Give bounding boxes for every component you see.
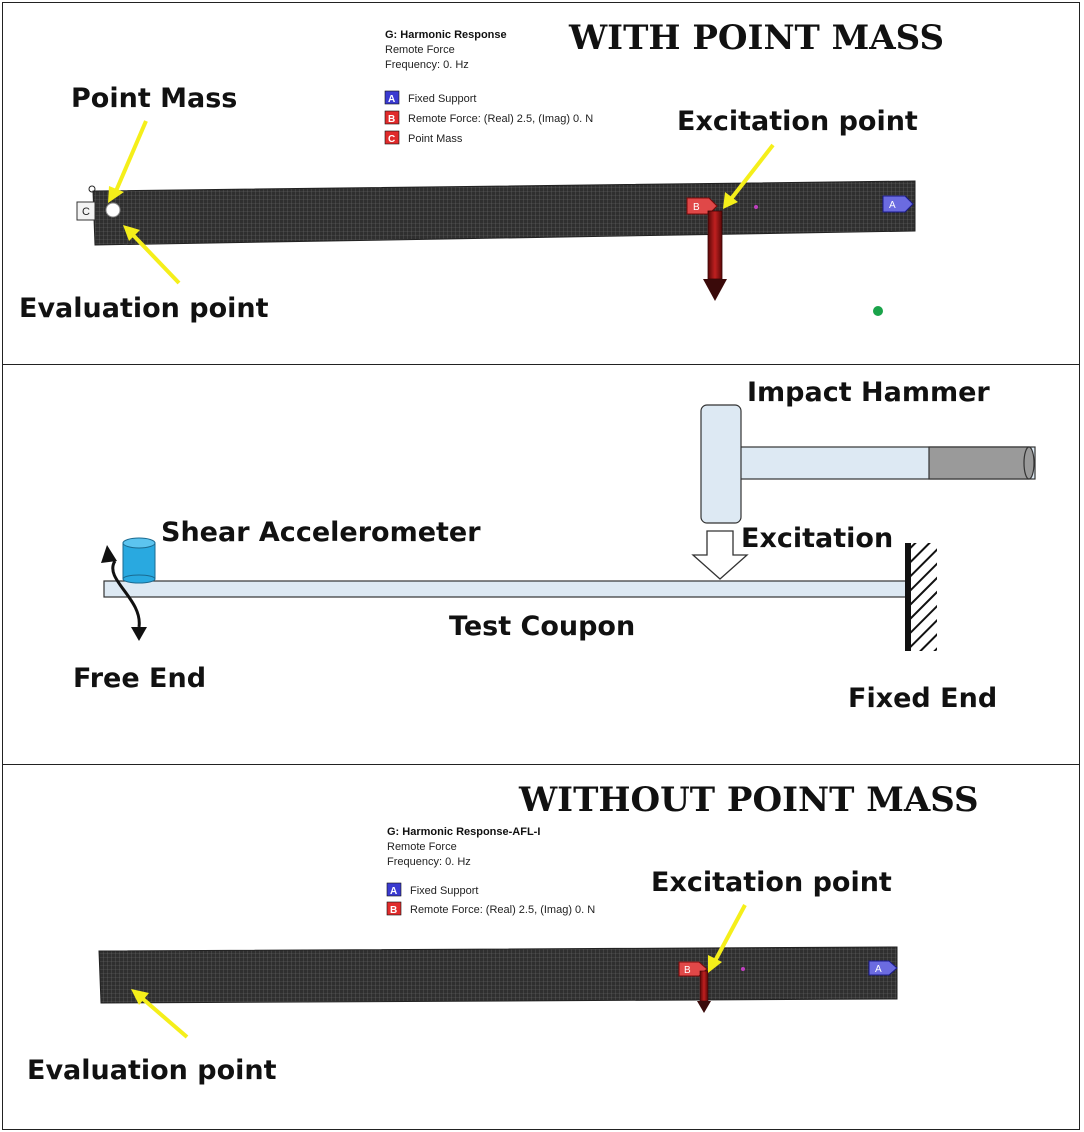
label-impact-hammer: Impact Hammer <box>747 377 990 408</box>
with-point-mass-panel: WITH POINT MASS G: Harmonic Response Rem… <box>2 2 1080 366</box>
legend-key: A <box>390 886 397 897</box>
point-mass-tag <box>76 201 96 221</box>
force-arrow-shaft <box>699 970 709 1002</box>
tag-a: A <box>889 200 896 211</box>
green-dot <box>873 306 883 316</box>
legend: G: Harmonic Response Remote Force Freque… <box>384 29 593 145</box>
tag-a: A <box>875 964 882 975</box>
free-end-motion-arrow <box>101 545 147 641</box>
test-setup-panel: Impact Hammer Excitation Test Coupon Fix… <box>2 364 1080 766</box>
legend-key: C <box>388 134 395 145</box>
hammer-head <box>700 404 742 524</box>
tag-a-marker <box>882 195 914 213</box>
excitation-arrow <box>691 530 749 580</box>
legend-key: B <box>390 905 397 916</box>
fixed-wall-hatch <box>911 543 937 651</box>
without-point-mass-panel: WITHOUT POINT MASS G: Harmonic Response-… <box>2 764 1080 1130</box>
callout-excitation-point: Excitation point <box>651 867 892 898</box>
legend-swatch-b <box>386 901 402 916</box>
panel-title: WITHOUT POINT MASS <box>518 780 979 820</box>
legend: G: Harmonic Response-AFL-I Remote Force … <box>386 826 595 916</box>
legend-line: Frequency: 0. Hz <box>387 856 471 868</box>
tag-c: C <box>82 206 90 218</box>
without-point-mass-drawing: WITHOUT POINT MASS G: Harmonic Response-… <box>27 780 979 1086</box>
test-setup-drawing: Impact Hammer Excitation Test Coupon Fix… <box>73 377 1036 714</box>
callout-excitation-point: Excitation point <box>677 106 918 137</box>
legend-line: Remote Force <box>387 841 457 853</box>
label-fixed-end: Fixed End <box>848 683 997 714</box>
label-excitation: Excitation <box>741 523 893 554</box>
shear-accelerometer <box>122 537 156 584</box>
legend-key: A <box>388 94 395 105</box>
callout-evaluation-point: Evaluation point <box>19 293 269 324</box>
legend-item-remote-force: Remote Force: (Real) 2.5, (Imag) 0. N <box>410 904 595 916</box>
marker-dot <box>741 967 745 971</box>
accelerometer-base <box>122 574 156 584</box>
callout-evaluation-point: Evaluation point <box>27 1055 277 1086</box>
legend-item-fixed-support: Fixed Support <box>408 93 476 105</box>
legend-item-remote-force: Remote Force: (Real) 2.5, (Imag) 0. N <box>408 113 593 125</box>
hammer-grip-end <box>1023 446 1035 480</box>
beam-mesh <box>92 180 916 246</box>
legend-line: Remote Force <box>385 44 455 56</box>
force-arrow-shaft <box>707 210 723 280</box>
marker-dot <box>754 205 758 209</box>
legend-swatch-c <box>384 130 400 145</box>
force-arrow-head <box>697 1001 711 1013</box>
legend-line: Frequency: 0. Hz <box>385 59 469 71</box>
accelerometer-top <box>122 537 156 549</box>
callout-arrow-excitation <box>723 143 775 209</box>
legend-heading: G: Harmonic Response <box>385 29 507 41</box>
fixed-wall <box>905 543 911 651</box>
legend-item-point-mass: Point Mass <box>408 133 463 145</box>
legend-heading: G: Harmonic Response-AFL-I <box>387 826 540 838</box>
impact-hammer <box>700 404 1036 524</box>
beam-mesh <box>98 946 898 1004</box>
callout-point-mass: Point Mass <box>71 83 237 114</box>
test-coupon <box>103 580 907 598</box>
panel-title: WITH POINT MASS <box>568 18 944 58</box>
point-mass-marker <box>105 202 121 218</box>
label-shear-accelerometer: Shear Accelerometer <box>161 517 481 548</box>
legend-swatch-b <box>384 110 400 125</box>
legend-swatch-a <box>384 90 400 105</box>
legend-swatch-a <box>386 882 402 897</box>
callout-arrow-evaluation <box>123 225 181 285</box>
tag-b-marker <box>686 197 718 215</box>
callout-arrow-evaluation <box>131 989 189 1039</box>
callout-arrow-point-mass <box>108 120 148 203</box>
tag-a-marker <box>868 960 898 976</box>
accelerometer-body <box>122 542 156 580</box>
tag-b: B <box>693 202 700 213</box>
tag-b: B <box>684 965 691 976</box>
label-test-coupon: Test Coupon <box>449 611 635 642</box>
callout-arrow-excitation <box>708 904 747 973</box>
label-free-end: Free End <box>73 663 206 694</box>
legend-item-fixed-support: Fixed Support <box>410 885 478 897</box>
force-arrow-head <box>703 279 727 301</box>
with-point-mass-drawing: WITH POINT MASS G: Harmonic Response Rem… <box>19 18 944 324</box>
legend-key: B <box>388 114 395 125</box>
point-mass-pin <box>88 185 96 193</box>
hammer-grip <box>928 446 1030 480</box>
